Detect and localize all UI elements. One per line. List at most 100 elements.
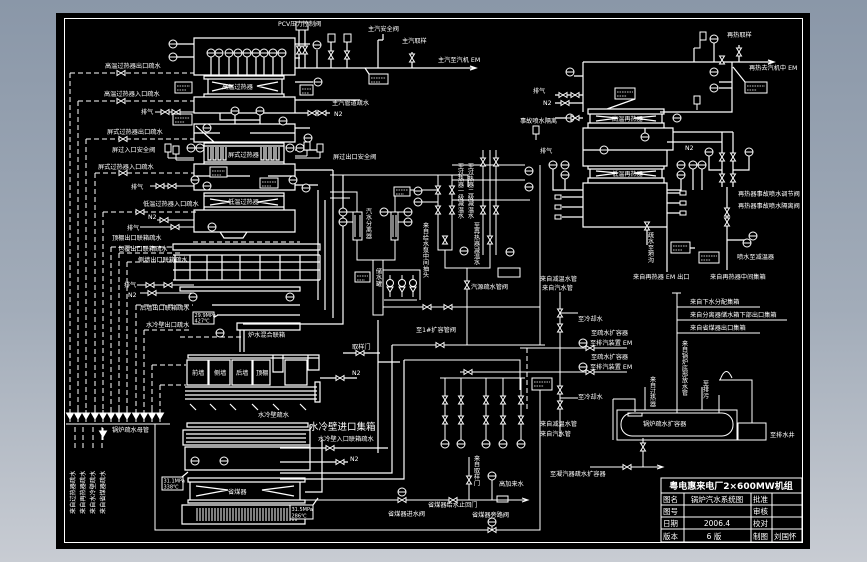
pressure-gauge-icon	[202, 123, 212, 133]
pressure-gauge-icon	[186, 143, 196, 153]
pressure-gauge-icon	[206, 48, 216, 58]
readout-frame	[161, 476, 184, 491]
component-label: 锅炉疏水扩容器	[643, 420, 687, 428]
pressure-gauge-icon	[456, 439, 466, 449]
separator-linework	[330, 150, 545, 440]
project-title: 粤电惠来电厂2×600MW机组	[669, 480, 792, 492]
pipe-label: 水冷壁入口联箱疏水	[318, 435, 374, 443]
pipe-label-vertical: 疏水至地沟	[647, 231, 654, 264]
pipe-label: 排气	[533, 87, 545, 95]
pressure-gauge-icon	[255, 106, 265, 116]
pipe-label: 侧墙出口联箱疏水	[138, 256, 188, 264]
valve-label: 省煤器进水阀	[388, 510, 425, 518]
pressure-gauge-icon	[524, 182, 534, 192]
pressure-gauge-icon	[748, 231, 758, 241]
pressure-gauge-icon	[259, 48, 269, 58]
component-label-vertical: 汽水分离器	[365, 207, 372, 240]
pipe-label: 来自下水分配集箱	[690, 298, 740, 306]
valve-label: 再热器事故喷水隔离阀	[738, 202, 800, 210]
labels-top: PCV压力控制阀 主汽安全阀 主汽取样 主汽至汽机 EM 再热取样 再热去汽机中…	[278, 20, 797, 118]
readout-box: 31.5MPa 286℃	[289, 504, 314, 520]
pipe-label: PCV压力控制阀	[278, 20, 321, 28]
pressure-gauge-icon	[188, 292, 198, 302]
component-label: 前墙	[192, 369, 204, 377]
pressure-gauge-icon	[338, 207, 348, 217]
pressure-gauge-icon	[224, 48, 234, 58]
component-label: 高温再热器	[612, 115, 644, 123]
pressure-gauge-icon	[295, 143, 305, 153]
component-label-large: 水冷壁进口集箱	[309, 421, 376, 433]
pipe-label: 包覆出口联箱疏水	[118, 245, 168, 253]
pipe-label: N2	[128, 292, 137, 299]
component-label: 顶棚	[256, 369, 268, 377]
pressure-gauge-icon	[303, 133, 313, 143]
pipe-label: 来自减温水管	[540, 275, 577, 283]
readout-box: 29.9MPa 427℃	[192, 311, 216, 325]
pipe-label: 主汽管道疏水	[332, 99, 370, 107]
pipe-label: 排气	[124, 281, 136, 289]
reheater-drain-boxes	[554, 31, 707, 220]
pipe-label-vertical: 至过热器二级减温水	[467, 163, 474, 219]
pipe-label: 主汽至汽机 EM	[438, 56, 480, 64]
title-block-key: 制图	[753, 531, 768, 541]
pressure-gauge-icon	[640, 132, 650, 142]
pressure-gauge-icon	[676, 170, 686, 180]
pressure-gauge-icon	[195, 143, 205, 153]
pressure-gauge-icon	[672, 113, 682, 123]
valve-label: 省煤器给水止回门	[428, 501, 478, 509]
pipe-label: 来自分离器储水箱下部出口集箱	[690, 311, 777, 319]
title-block-key: 图名	[663, 494, 678, 504]
readout-frame	[192, 311, 215, 325]
pipe-label: 来自省煤器出口集箱	[690, 324, 746, 332]
pipe-label: N2	[350, 456, 359, 463]
pressure-gauge-icon	[403, 217, 413, 227]
pipe-label: 屏式过热器出口疏水	[107, 128, 163, 136]
pipe-label-vertical: 至排污	[702, 380, 709, 400]
pressure-gauge-icon	[560, 170, 570, 180]
drain-source-label: 来自再热器疏水	[79, 470, 87, 514]
pressure-gauge-icon	[312, 40, 322, 50]
pressure-gauge-icon	[413, 186, 423, 196]
pipe-label: 至凝汽器疏水扩容器	[550, 470, 606, 478]
pipe-label: 喷水至减温器	[737, 253, 775, 261]
component-label-vertical: 储水罐	[375, 267, 382, 287]
pipe-label: 水冷壁出口疏水	[146, 321, 190, 329]
drawing-name: 锅炉汽水系统图	[691, 494, 744, 504]
readout-pressure: 29.9MPa	[195, 313, 216, 319]
pipe-label: 至排汽装置 EM	[590, 339, 632, 347]
pipe-label: 至疏水扩容器	[591, 353, 629, 361]
pressure-gauge-icon	[459, 246, 469, 256]
pressure-gauge-icon	[697, 160, 707, 170]
drain-source-label: 来自水冷壁疏水	[89, 470, 97, 514]
pipe-label: 屏式过热器入口疏水	[98, 163, 154, 171]
title-block-key: 审核	[753, 506, 768, 516]
pipe-label: N2	[148, 214, 157, 221]
pressure-gauge-icon	[709, 67, 719, 77]
title-block-key: 图号	[663, 507, 678, 516]
drawing-version: 6 版	[707, 531, 722, 541]
pipe-label: 至疏水扩容器	[591, 329, 629, 337]
pressure-gauge-icon	[251, 48, 261, 58]
pressure-gauge-icon	[168, 39, 178, 49]
pressure-gauge-icon	[704, 147, 714, 157]
pressure-gauge-icon	[688, 160, 698, 170]
readout-pressure: 31.1MPa	[164, 479, 185, 485]
valve-label: 再热器事故喷水调节阀	[738, 190, 800, 198]
pressure-gauge-icon	[548, 160, 558, 170]
drafter-name: 刘国怀	[774, 531, 797, 541]
pressure-gauge-icon	[277, 48, 287, 58]
pipe-label: 顶棚出口联箱疏水	[112, 234, 162, 242]
pressure-gauge-icon	[481, 439, 491, 449]
readout-temperature: 338℃	[164, 485, 180, 491]
collector-label: 锅炉疏水母管	[112, 426, 149, 434]
readout-temperature: 427℃	[195, 319, 211, 325]
pressure-gauge-icon	[709, 83, 719, 93]
pressure-gauge-icon	[215, 328, 225, 338]
pressure-gauge-icon	[487, 517, 497, 527]
drain-source-label: 来自省煤器疏水	[99, 470, 107, 514]
pressure-gauge-icon	[288, 175, 298, 185]
valve-label: 省煤器旁路阀	[472, 511, 509, 519]
pipe-label: 低温过热器入口疏水	[143, 200, 199, 208]
pipe-label: 至排汽装置 EM	[590, 363, 632, 371]
